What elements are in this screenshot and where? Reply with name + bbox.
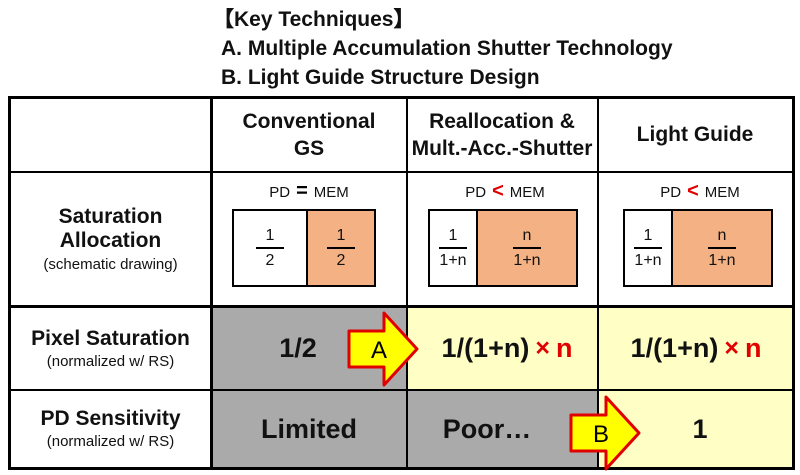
- col-header-light-guide: Light Guide: [636, 123, 754, 147]
- pd-sens-light-guide: 1: [692, 413, 708, 444]
- arrow-a-icon: A: [347, 311, 419, 387]
- grid-col1: [210, 96, 213, 470]
- pd-mem-label-light-guide: PD<MEM: [660, 180, 740, 202]
- grid-right: [792, 96, 795, 470]
- pd-sens-gray-bg: [212, 390, 597, 468]
- pixel-sat-light-guide: 1/(1+n)×n: [630, 333, 762, 363]
- row-header-saturation-allocation: Saturation Allocation (schematic drawing…: [43, 205, 178, 273]
- row-header-pd-sensitivity: PD Sensitivity (normalized w/ RS): [40, 407, 181, 451]
- arrow-b-icon: B: [569, 395, 641, 471]
- pd-mem-label-reallocation: PD<MEM: [465, 180, 545, 202]
- pd-mem-label-conventional: PD=MEM: [269, 180, 349, 202]
- row-header-pixel-saturation: Pixel Saturation (normalized w/ RS): [31, 326, 190, 370]
- grid-row2: [8, 305, 795, 308]
- pixel-sat-reallocation: 1/(1+n)×n: [441, 333, 573, 363]
- pd-sens-conventional: Limited: [260, 413, 357, 444]
- pd-sens-reallocation: Poor…: [442, 413, 532, 444]
- grid-bottom: [8, 467, 795, 470]
- grid-col2: [406, 96, 408, 470]
- col-header-conventional: Conventional GS: [242, 109, 376, 160]
- technique-a: A. Multiple Accumulation Shutter Technol…: [221, 37, 673, 60]
- arrow-a-label: A: [371, 337, 387, 364]
- grid-top: [8, 96, 795, 99]
- col-header-reallocation: Reallocation & Mult.-Acc.-Shutter: [411, 109, 593, 160]
- header-title: 【Key Techniques】: [213, 8, 415, 31]
- grid-left: [8, 96, 11, 470]
- arrow-b-label: B: [593, 421, 609, 448]
- pixel-sat-conventional: 1/2: [279, 333, 317, 363]
- grid-row3: [8, 389, 795, 391]
- grid-row1: [8, 171, 795, 173]
- grid-col3: [597, 96, 599, 470]
- pixel-sat-improved-bg: [407, 307, 793, 390]
- technique-b: B. Light Guide Structure Design: [221, 66, 540, 89]
